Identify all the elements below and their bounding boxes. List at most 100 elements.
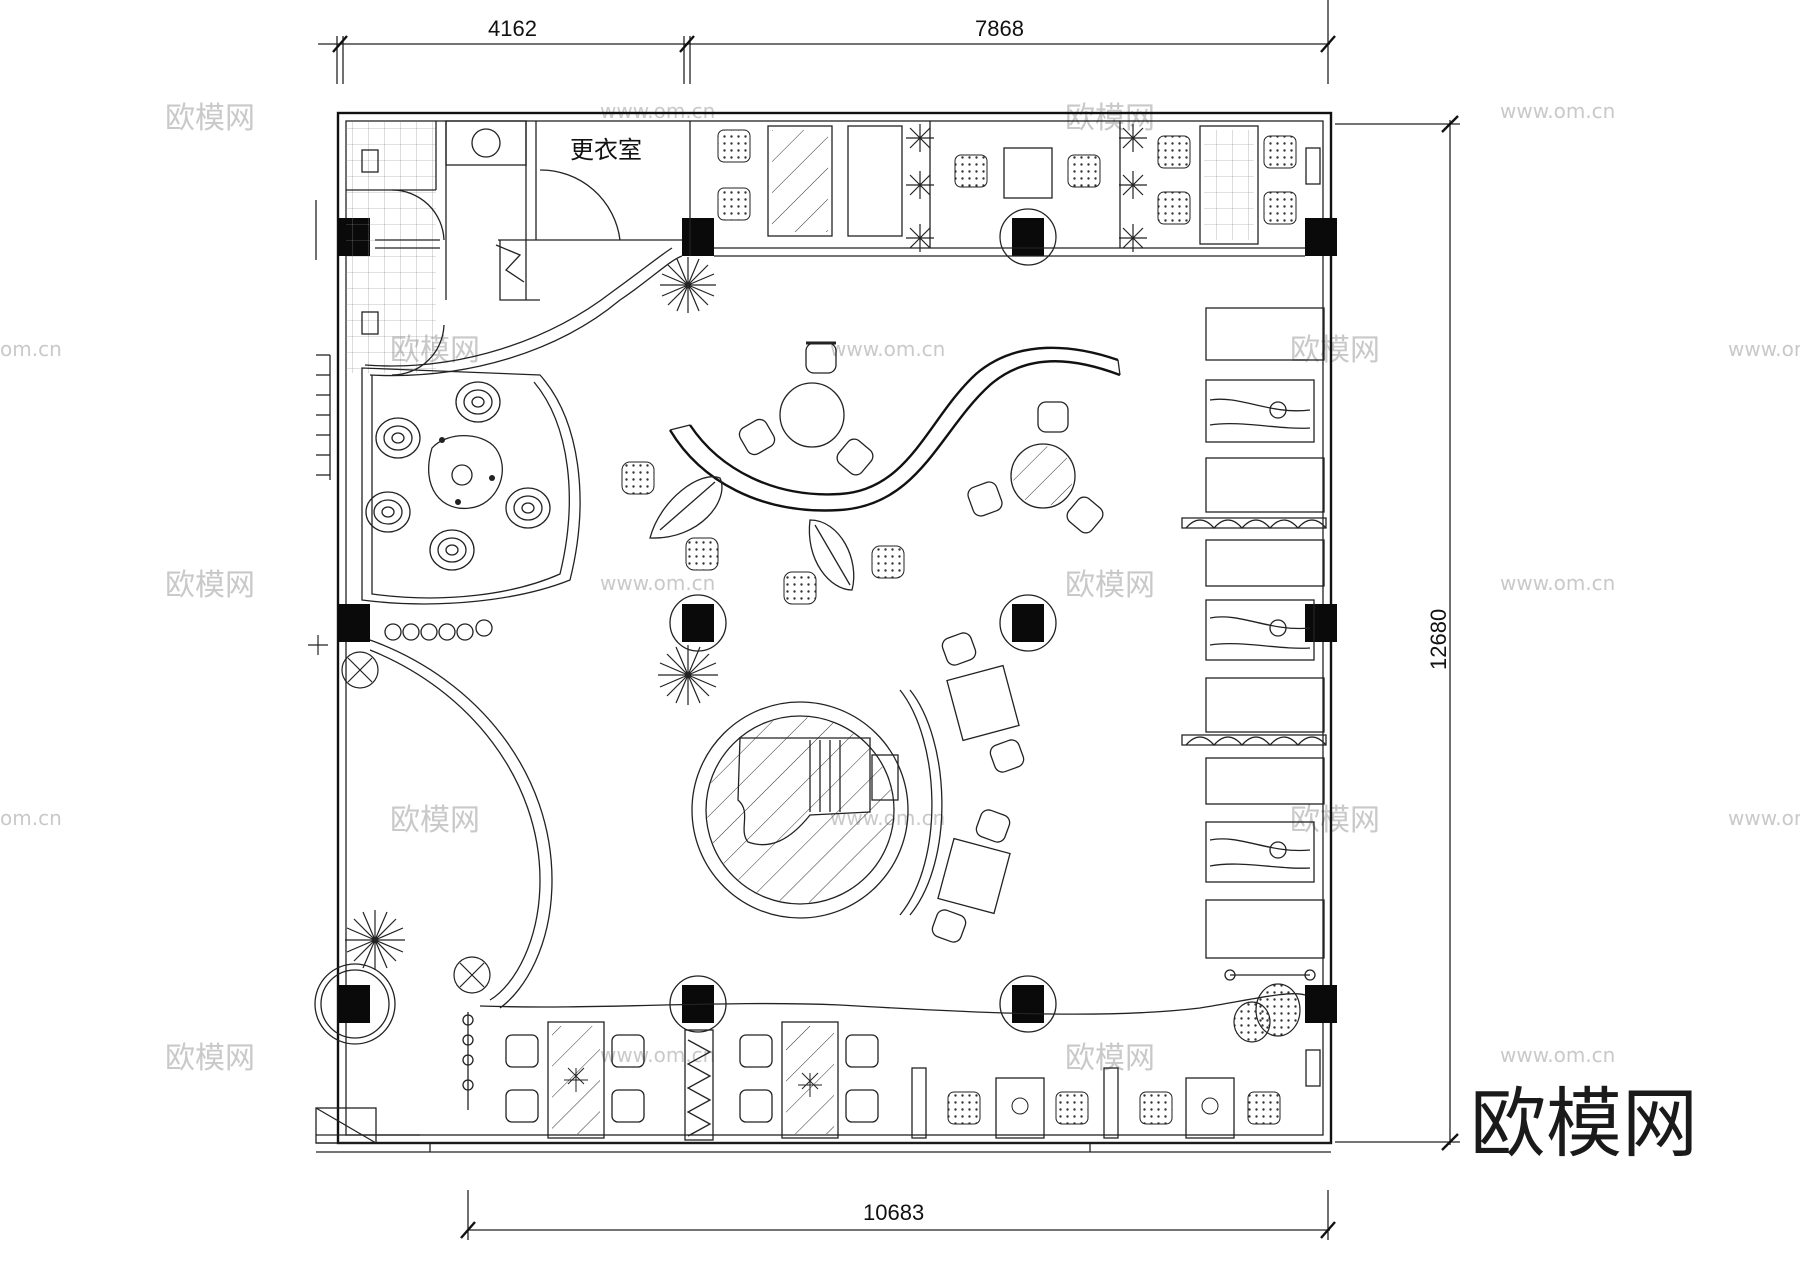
watermark-site: www.om.cn (1500, 99, 1615, 123)
chair (505, 1034, 539, 1068)
piano-stage (691, 689, 943, 919)
column (1012, 604, 1044, 642)
chair (954, 154, 988, 188)
table (995, 1077, 1045, 1139)
watermark-site: www.om.cn (1728, 806, 1800, 830)
chair (611, 1034, 645, 1068)
watermark-site: www.om.cn (600, 1043, 715, 1067)
chair (836, 438, 874, 476)
column (682, 604, 714, 642)
watermark-logo: 欧模网 (390, 803, 480, 838)
chair (1066, 496, 1104, 534)
plant-icon (1119, 124, 1147, 152)
chair (505, 1089, 539, 1123)
chair (975, 809, 1011, 843)
column (682, 218, 714, 256)
watermark-site: om.cn (0, 337, 62, 361)
table (1199, 125, 1259, 245)
chair (1055, 1091, 1089, 1125)
chair (1037, 401, 1069, 433)
outer-walls (315, 111, 1333, 1153)
watermark-logo: 欧模网 (1290, 803, 1380, 838)
column (338, 985, 370, 1023)
watermark-logo: 欧模网 (1065, 101, 1155, 136)
chair (1247, 1091, 1281, 1125)
plant-icon (1119, 224, 1147, 252)
left-lounge (361, 367, 581, 641)
chair (947, 1091, 981, 1125)
table (767, 125, 833, 237)
chair (1067, 154, 1101, 188)
dimension-bottom: 10683 (460, 1190, 1336, 1240)
chair (1157, 135, 1191, 169)
chair (871, 545, 905, 579)
dimension-label-right: 12680 (1426, 609, 1451, 670)
plant-icon (906, 224, 934, 252)
chair (611, 1089, 645, 1123)
watermark-logo: 欧模网 (1065, 1041, 1155, 1076)
round-table (1010, 443, 1076, 509)
leaf-decor (808, 519, 855, 591)
bottom-partition (479, 969, 1316, 1015)
stage-seating (931, 632, 1025, 943)
chair (941, 632, 977, 666)
table (1003, 147, 1053, 199)
watermark-logo: 欧模网 (165, 101, 255, 136)
stool (365, 491, 411, 533)
chair (989, 739, 1025, 773)
column (1012, 985, 1044, 1023)
plant-icon (658, 645, 718, 705)
bar-counter (621, 341, 1121, 605)
chair (739, 1089, 773, 1123)
chair (783, 571, 817, 605)
stool (375, 417, 421, 459)
leaf-decor (649, 476, 723, 539)
chair (1263, 191, 1297, 225)
changing-room-label: 更衣室 (570, 136, 642, 164)
watermark-site: www.om.cn (1500, 571, 1615, 595)
plant-icon (341, 651, 379, 689)
chair (621, 461, 655, 495)
chair (717, 129, 751, 163)
stool (429, 529, 475, 571)
dimension-label-bottom: 10683 (863, 1200, 924, 1225)
watermark-site: om.cn (0, 806, 62, 830)
toilet (361, 149, 379, 173)
chair (931, 909, 967, 943)
column (1305, 604, 1337, 642)
chair (845, 1034, 879, 1068)
dimension-label-top-right: 7868 (975, 16, 1024, 41)
column (1012, 218, 1044, 256)
table (1185, 1077, 1235, 1139)
chair (717, 187, 751, 221)
table (547, 1021, 605, 1139)
plant-icon (453, 956, 491, 994)
restroom-block: 更衣室 (346, 120, 683, 377)
stool (505, 487, 551, 529)
shrub-icon (1233, 1001, 1271, 1043)
round-table (779, 382, 845, 448)
column (1305, 985, 1337, 1023)
watermark-logo: 欧模网 (1290, 333, 1380, 368)
plants (308, 124, 1301, 1043)
plant-icon (906, 124, 934, 152)
column (338, 604, 370, 642)
toilet (361, 311, 379, 335)
watermark-logo: 欧模网 (1065, 568, 1155, 603)
stepping-stones (384, 619, 493, 641)
chair (967, 481, 1003, 517)
chair (739, 1034, 773, 1068)
plant-icon (906, 171, 934, 199)
chair (845, 1089, 879, 1123)
bottom-dining-area (505, 1021, 1321, 1141)
round-table (428, 435, 503, 510)
table (781, 1021, 839, 1139)
chair (1263, 135, 1297, 169)
watermarks: 欧模网 www.om.cn 欧模网 www.om.cn om.cn 欧模网 ww… (0, 99, 1800, 1076)
stool (455, 381, 501, 423)
sink (471, 128, 501, 158)
chair (1139, 1091, 1173, 1125)
column (1305, 218, 1337, 256)
plant-icon (1119, 171, 1147, 199)
